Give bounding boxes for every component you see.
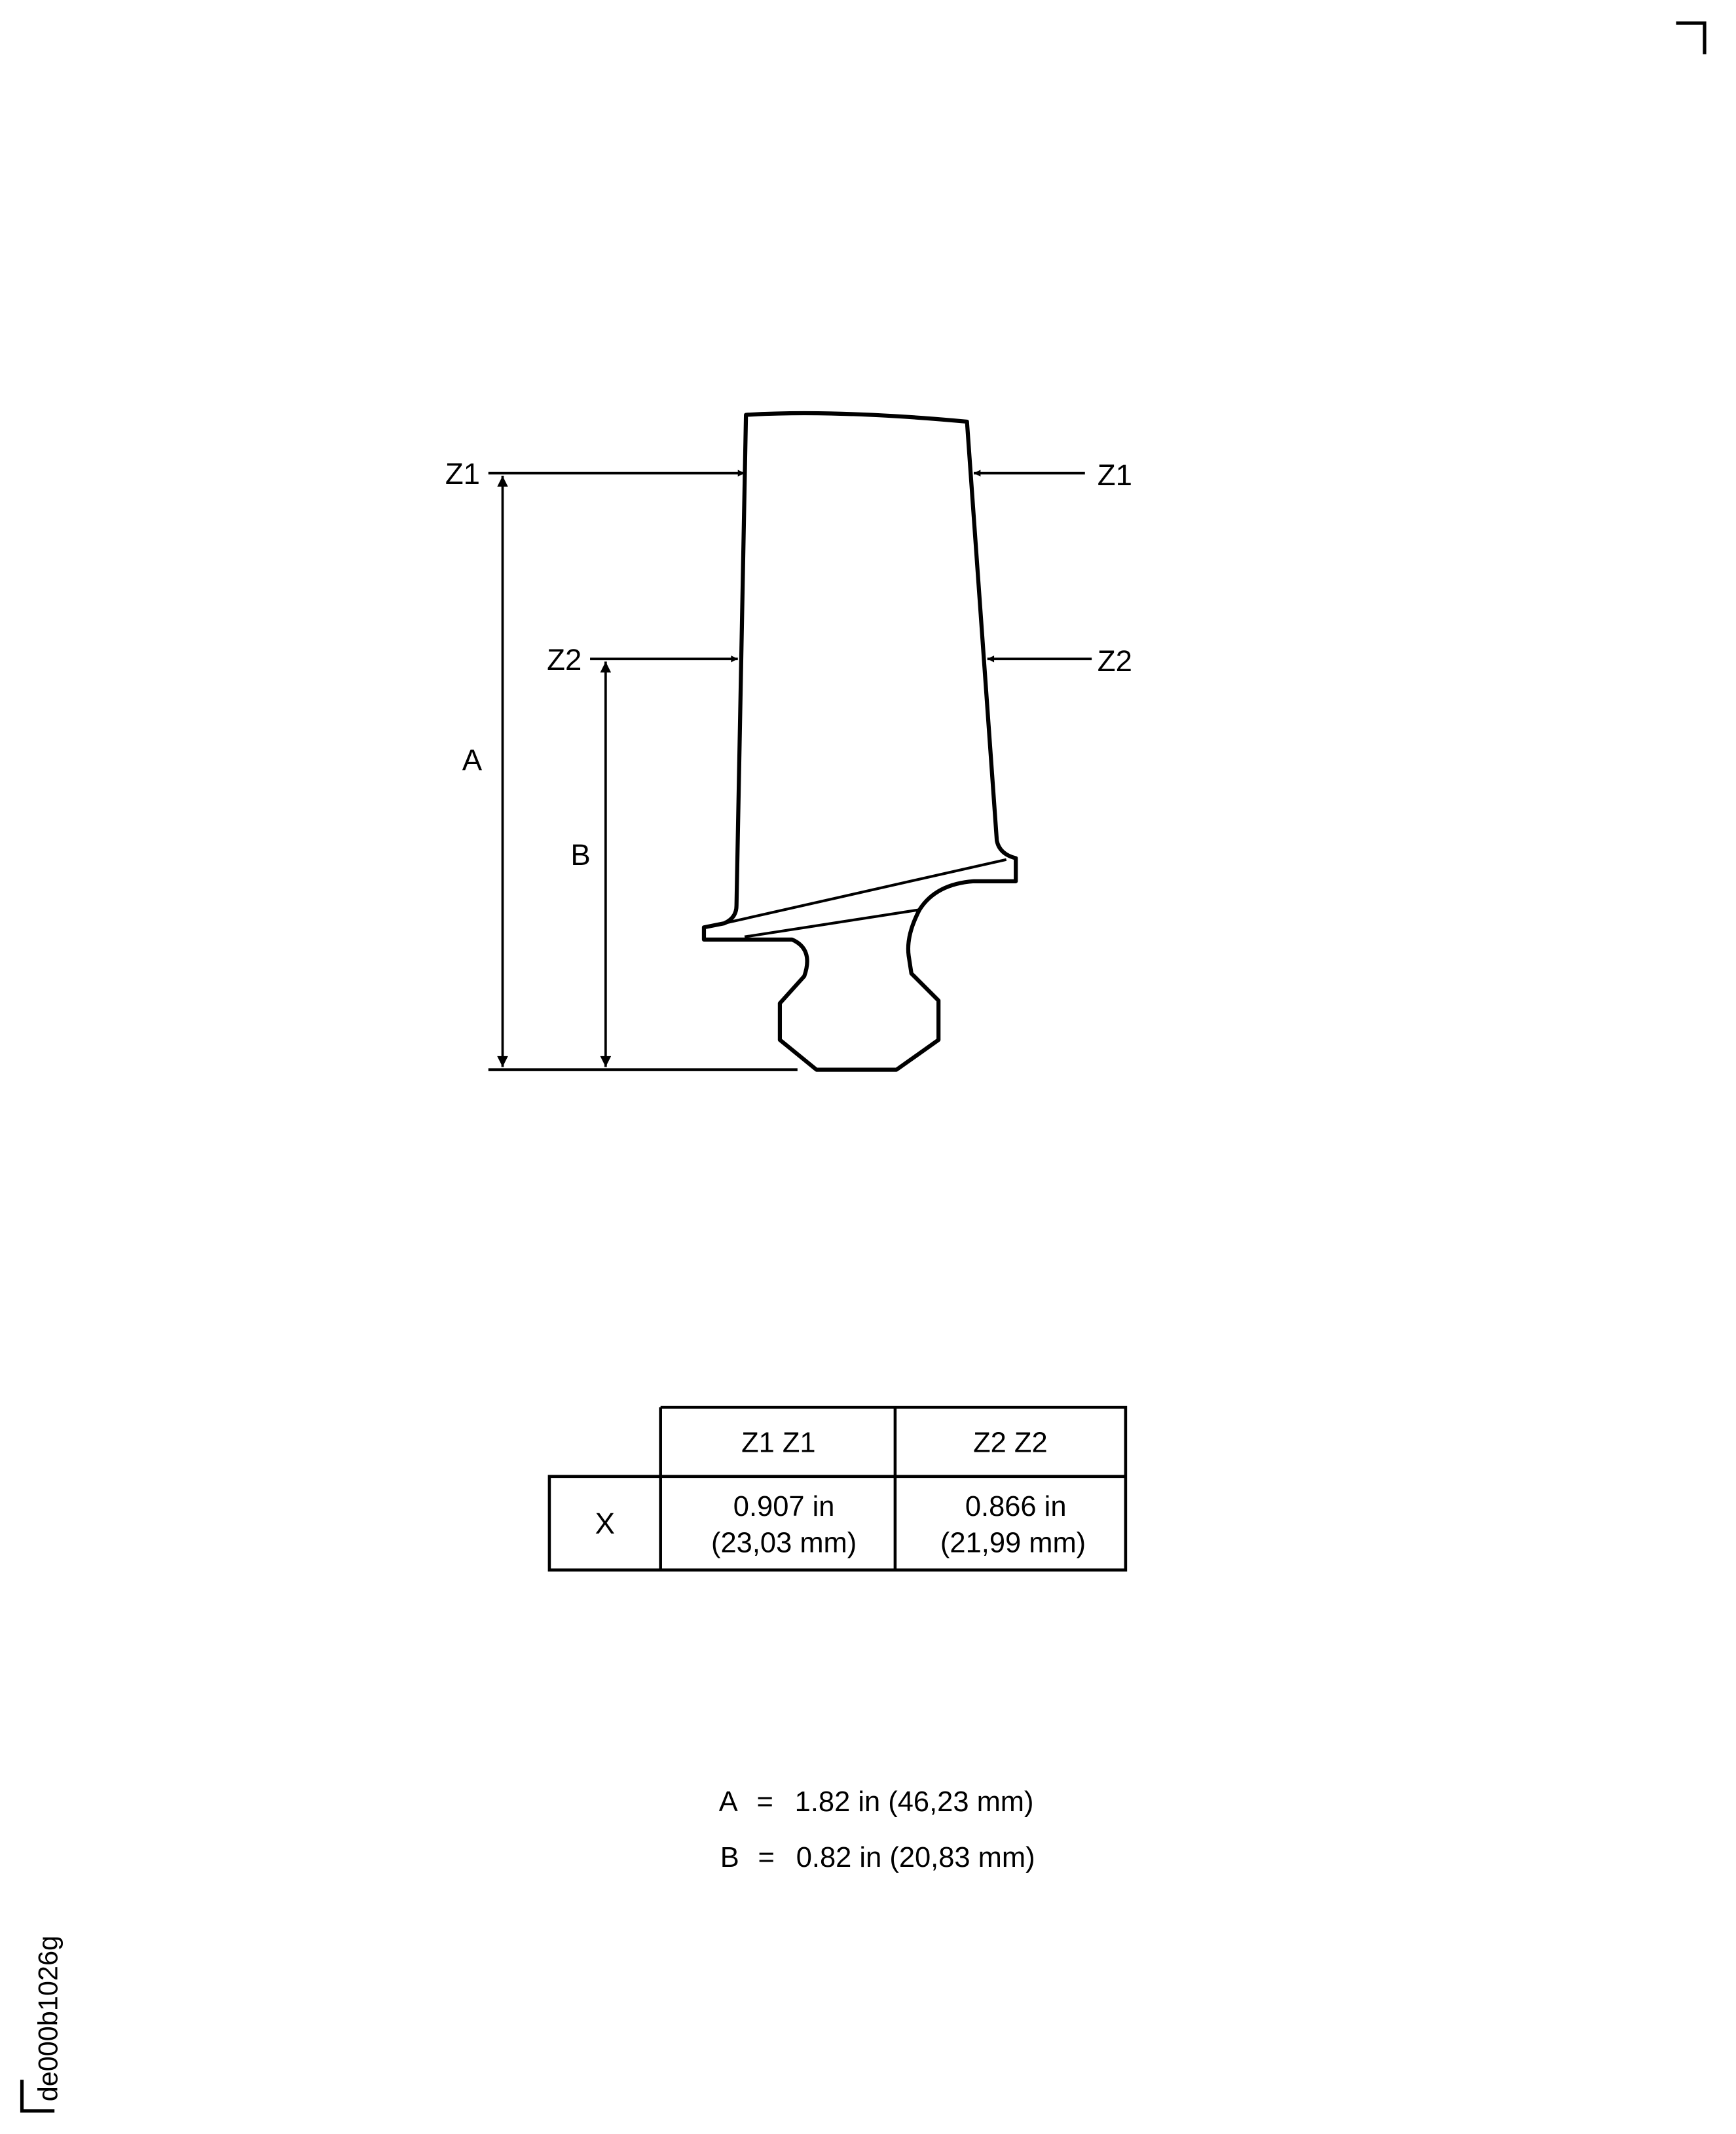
svg-text:=: = (758, 1842, 775, 1873)
dimension-b-value: B = 0.82 in (20,83 mm) (720, 1842, 1035, 1873)
blade-outline (701, 411, 1018, 1072)
table-header-z2: Z2 Z2 (973, 1427, 1048, 1459)
svg-text:B: B (720, 1842, 739, 1873)
z2-left-label: Z2 (547, 643, 582, 676)
svg-text:A: A (719, 1786, 738, 1818)
svg-text:=: = (756, 1786, 773, 1818)
table-header-z1: Z1 Z1 (741, 1427, 816, 1459)
svg-text:1.82 in (46,23 mm): 1.82 in (46,23 mm) (795, 1786, 1034, 1818)
table-cell-z1-inch: 0.907 in (733, 1491, 835, 1522)
table-cell-z1-mm: (23,03 mm) (711, 1528, 857, 1559)
figure-id: de000b1026g (33, 1936, 63, 2101)
table-row-label: X (595, 1507, 615, 1540)
platform-lower-line (744, 908, 920, 938)
z1-right-label: Z1 (1098, 458, 1132, 492)
z2-right-label: Z2 (1098, 644, 1132, 678)
table-cell-z2-mm: (21,99 mm) (940, 1528, 1086, 1559)
dimension-a-value: A = 1.82 in (46,23 mm) (719, 1786, 1034, 1818)
dimension-a-label: A (462, 743, 483, 777)
corner-mark-top-right (1676, 21, 1707, 54)
dimension-b-label: B (570, 838, 590, 872)
table-cell-z2-inch: 0.866 in (965, 1491, 1067, 1522)
measurement-table (547, 1405, 1128, 1572)
corner-mark-bottom-left (20, 2080, 55, 2113)
z1-left-label: Z1 (445, 457, 480, 490)
platform-upper-line (724, 858, 1007, 925)
svg-text:0.82 in (20,83 mm): 0.82 in (20,83 mm) (796, 1842, 1035, 1873)
